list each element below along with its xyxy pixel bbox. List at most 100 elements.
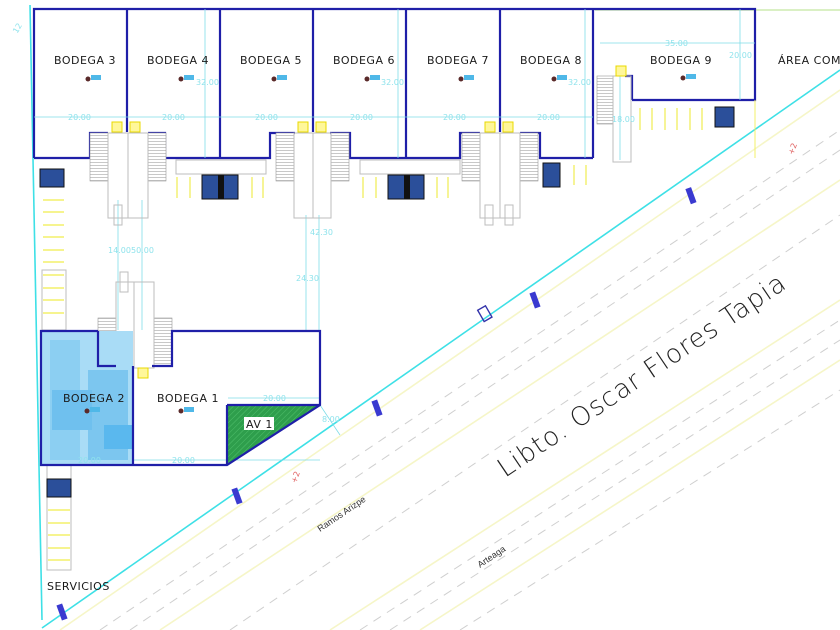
elevator-icon — [315, 121, 327, 133]
unit-label-bodega-7: BODEGA 7 — [427, 54, 489, 67]
dim-bodega-2: 20.00 — [78, 456, 101, 465]
lane-line — [99, 129, 840, 630]
unit-label-bodega-2: BODEGA 2 — [63, 392, 125, 405]
lane-line — [229, 214, 840, 630]
level-marker-icon — [551, 76, 557, 82]
dim-bodega-1: 20.00 — [172, 456, 195, 465]
level-marker-icon: +2 — [786, 142, 798, 156]
property-line — [29, 4, 840, 629]
accessible-signs — [39, 106, 735, 498]
dim-bodega-3: 20.00 — [68, 113, 91, 122]
level-tag — [686, 74, 696, 79]
survey-marker-icon — [685, 187, 697, 205]
level-tag — [184, 407, 194, 412]
elevator-icon — [129, 121, 141, 133]
unit-label-bodega-6: BODEGA 6 — [333, 54, 395, 67]
stairs-icon — [519, 132, 539, 182]
accessible-parking-icon — [46, 478, 72, 498]
curb-line — [59, 89, 840, 630]
av1-label-bg — [244, 417, 274, 430]
elevator-icon — [484, 121, 496, 133]
property-line-front — [41, 69, 840, 629]
level-marker-icon — [271, 76, 277, 82]
dim-bodega-8: 20.00 — [537, 113, 560, 122]
level-tag — [91, 75, 101, 80]
corner-label: 12 — [11, 22, 24, 35]
dim-bodega-6: 20.00 — [350, 113, 373, 122]
dim-av1-width: 20.00 — [263, 394, 286, 403]
stairs-icon — [153, 317, 173, 367]
area-comercial-label: ÁREA COME — [778, 54, 840, 67]
lane-line — [459, 389, 840, 630]
survey-marker-icon — [529, 291, 541, 309]
unit-label-bodega-5: BODEGA 5 — [240, 54, 302, 67]
elevator-icon — [502, 121, 514, 133]
street-lane-2-label: Arteaga — [476, 544, 508, 570]
curb-line — [329, 299, 840, 630]
dim-bodega-9-width: 35.00 — [665, 39, 688, 48]
survey-marker-icon — [56, 603, 68, 621]
stairs-icon — [461, 132, 481, 182]
accessible-parking-icon — [542, 162, 561, 188]
dim-av1-setback: 8.00 — [322, 415, 340, 424]
roadway — [59, 9, 840, 630]
level-marker-icon — [85, 76, 91, 82]
elevator-icon — [297, 121, 309, 133]
dim-depth-4: 32.00 — [196, 78, 219, 87]
dim-corridor-b: 50.00 — [131, 246, 154, 255]
curb-line — [159, 179, 840, 630]
dim-bodega-4: 20.00 — [162, 113, 185, 122]
servicios-label: SERVICIOS — [47, 580, 110, 593]
dim-bodega-5: 20.00 — [255, 113, 278, 122]
stairs-icon — [147, 132, 167, 182]
dim-corridor-d: 24.30 — [296, 274, 319, 283]
dim-corridor-c: 42.30 — [310, 228, 333, 237]
survey-marker-icon — [231, 487, 243, 505]
level-marker-icon — [84, 408, 90, 414]
dim-ramp-b9: 18.00 — [612, 115, 635, 124]
elevator-icon — [615, 65, 627, 77]
dim-depth-8: 32.00 — [568, 78, 591, 87]
level-tag — [184, 75, 194, 80]
stairs-icon — [275, 132, 295, 182]
unit-label-bodega-1: BODEGA 1 — [157, 392, 219, 405]
survey-markers: +2 +2 — [56, 142, 799, 621]
unit-label-bodega-8: BODEGA 8 — [520, 54, 582, 67]
survey-marker-icon — [476, 304, 493, 323]
dim-corridor-a: 14.00 — [108, 246, 131, 255]
survey-marker-icon — [371, 399, 383, 417]
dimension-lines — [34, 9, 755, 461]
level-tag — [464, 75, 474, 80]
unit-markers — [84, 74, 696, 414]
level-marker-icon — [178, 76, 184, 82]
dim-bodega-7: 20.00 — [443, 113, 466, 122]
level-marker-icon — [680, 75, 686, 81]
level-tag — [90, 407, 100, 412]
elevator-icon — [111, 121, 123, 133]
level-marker-icon — [178, 408, 184, 414]
unit-label-bodega-9: BODEGA 9 — [650, 54, 712, 67]
dim-bodega-9-depth: 20.00 — [729, 51, 752, 60]
level-tag — [370, 75, 380, 80]
stairs-icon — [89, 132, 109, 182]
dim-depth-6: 32.00 — [381, 78, 404, 87]
stair-blocks — [41, 75, 632, 571]
av1-label: AV 1 — [246, 418, 273, 431]
unit-label-bodega-4: BODEGA 4 — [147, 54, 209, 67]
curb-line — [419, 359, 840, 630]
elevator-markers — [111, 65, 627, 379]
street-lane-1-label: Ramos Arizpe — [316, 494, 368, 534]
bottom-buildings — [39, 329, 322, 467]
stairs-icon — [596, 75, 614, 125]
parking-stripes — [43, 100, 756, 561]
level-marker-icon — [458, 76, 464, 82]
unit-label-bodega-3: BODEGA 3 — [54, 54, 116, 67]
accessible-parking-icon — [714, 106, 735, 128]
accessible-parking-icon — [39, 168, 65, 188]
elevator-icon — [137, 367, 149, 379]
stairs-icon — [330, 132, 350, 182]
lane-line — [359, 319, 840, 630]
level-tag — [277, 75, 287, 80]
